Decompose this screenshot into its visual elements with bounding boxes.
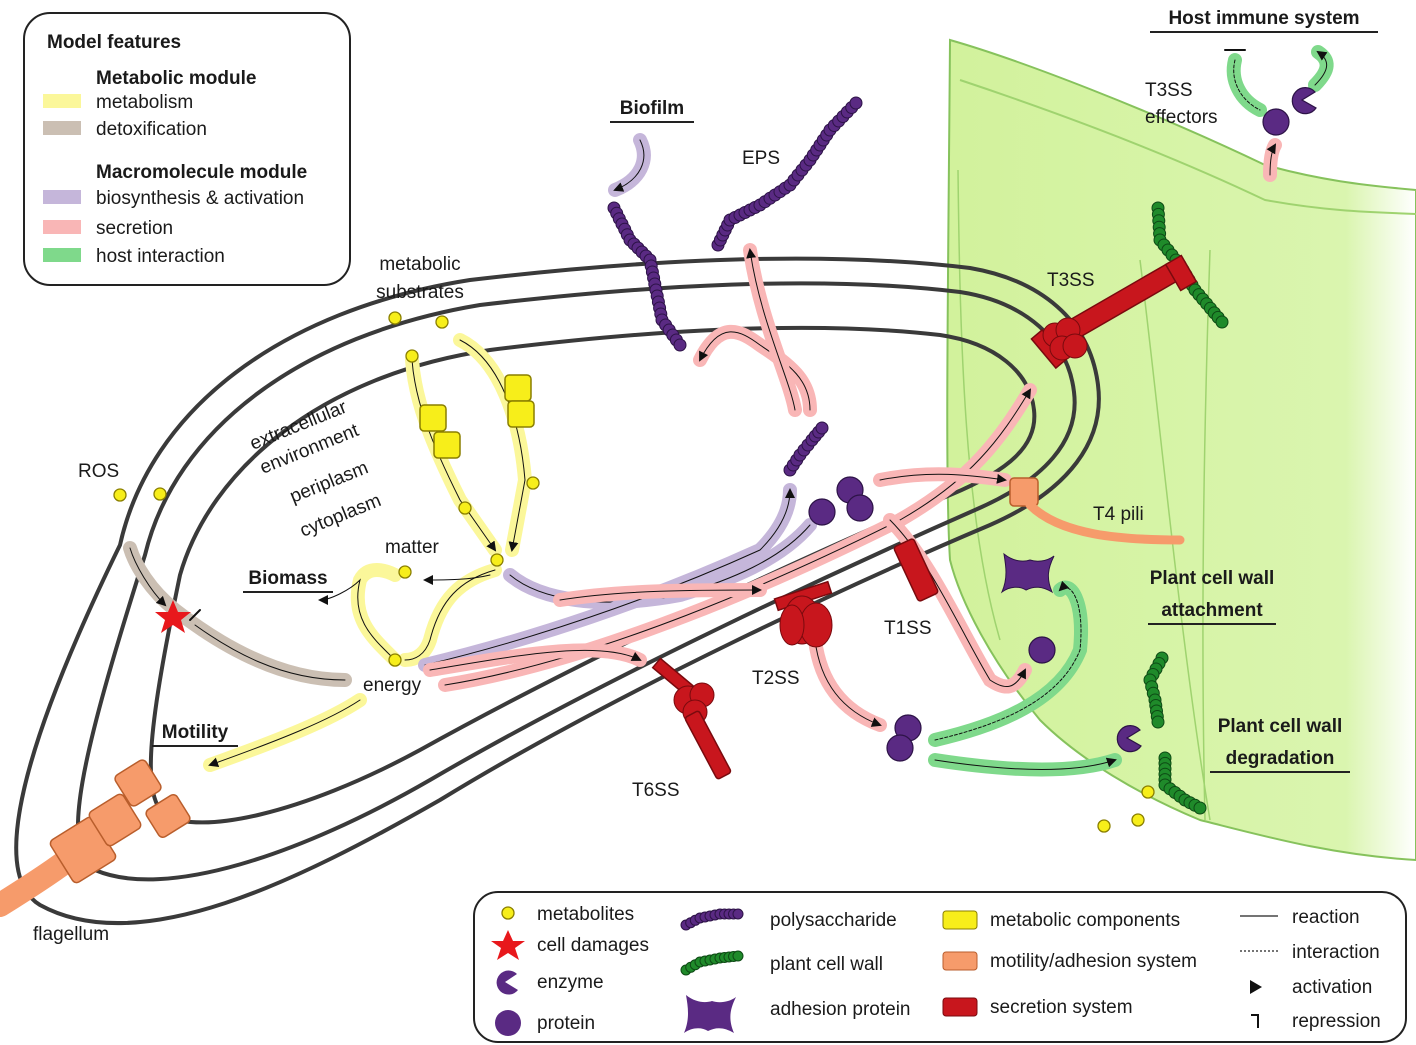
activation-arrow-icon: [1250, 980, 1262, 994]
t3ss-secretion-system: [1030, 254, 1198, 370]
metabolic-component-icon: [942, 910, 978, 930]
polysaccharide-bead: [815, 421, 829, 435]
legend-plant-cell-wall: plant cell wall: [770, 954, 883, 975]
biosynthesis-pathways: [418, 133, 817, 672]
secretion-legend-label: secretion: [96, 218, 173, 239]
metabolic-components: [419, 374, 535, 459]
metabolite-icon: [501, 906, 515, 920]
motility-header: Motility: [162, 722, 229, 743]
process-headers: Biofilm Biomass Motility Host immune sys…: [152, 8, 1378, 773]
enzyme-icon: [496, 970, 518, 995]
protein-icon: [495, 1010, 521, 1036]
biosynthesis-swatch: [43, 190, 81, 204]
host-interaction-pathways: [928, 45, 1334, 777]
proteins: [808, 108, 1290, 762]
repression-bar-icon: [1251, 1014, 1259, 1028]
t3ss-effectors-label-1: T3SS: [1145, 80, 1193, 101]
detoxification-pathway: [123, 541, 352, 687]
t6ss-secretion-system: [651, 657, 732, 780]
legend-metabolic-components: metabolic components: [990, 910, 1180, 931]
biomass-header: Biomass: [248, 568, 327, 589]
t2ss-label: T2SS: [752, 668, 800, 689]
host-interaction-swatch: [43, 248, 81, 262]
plant-cell-wall-attachment-header-1: Plant cell wall: [1150, 568, 1275, 589]
cell-damage-star-icon: [491, 930, 525, 960]
t3ss-effectors-label-2: effectors: [1145, 107, 1218, 128]
polysaccharide-chains: [607, 96, 863, 477]
legend-motility-adhesion: motility/adhesion system: [990, 951, 1197, 972]
plant-cell-wall-icon: [680, 950, 744, 976]
detoxification-legend-label: detoxification: [96, 119, 207, 140]
biosynthesis-legend-label: biosynthesis & activation: [96, 188, 304, 209]
enzymes: [1116, 87, 1317, 753]
legend-enzyme: enzyme: [537, 972, 604, 993]
host-interaction-legend-label: host interaction: [96, 246, 225, 267]
metabolic-module-heading: Metabolic module: [96, 68, 256, 89]
plant-wall-bead: [1215, 315, 1229, 329]
t4-pili-label: T4 pili: [1093, 504, 1144, 525]
flagellum: [0, 759, 191, 917]
ros-label: ROS: [78, 461, 119, 482]
matter-label: matter: [385, 537, 440, 558]
eps-label: EPS: [742, 148, 780, 169]
adhesion-protein-icon: [684, 995, 736, 1033]
secretion-pathways: [423, 138, 1282, 732]
t1ss-secretion-system: [893, 538, 939, 602]
metabolism-legend-label: metabolism: [96, 92, 193, 113]
motility-adhesion-icon: [942, 951, 978, 971]
polysaccharide-bead: [673, 338, 687, 352]
polysaccharide-bead: [732, 908, 744, 920]
metabolism-swatch: [43, 94, 81, 108]
plant-cell-wall-degradation-header-2: degradation: [1226, 748, 1335, 769]
adhesion-protein: [1000, 552, 1055, 594]
legend-cell-damages: cell damages: [537, 935, 649, 956]
legend-secretion-system: secretion system: [990, 997, 1133, 1018]
model-features-legend: Model features Metabolic module metaboli…: [23, 12, 351, 286]
secretion-swatch: [43, 220, 81, 234]
biofilm-header: Biofilm: [620, 98, 684, 119]
secretion-system-icon: [942, 997, 978, 1017]
model-features-title: Model features: [47, 32, 181, 53]
t4-pili: [1009, 477, 1185, 545]
host-immune-system-header: Host immune system: [1168, 8, 1359, 29]
plant-wall-bead: [1151, 715, 1165, 729]
t2ss-secretion-system: [773, 580, 833, 648]
plant-wall-bead: [732, 950, 744, 962]
flagellum-label: flagellum: [33, 924, 109, 945]
detoxification-swatch: [43, 121, 81, 135]
legend-metabolites: metabolites: [537, 904, 634, 925]
t1ss-label: T1SS: [884, 618, 932, 639]
cell-damage-star-icon: [155, 600, 191, 633]
legend-reaction: reaction: [1292, 907, 1360, 928]
legend-activation: activation: [1292, 977, 1372, 998]
t3ss-label: T3SS: [1047, 270, 1095, 291]
legend-repression: repression: [1292, 1011, 1381, 1032]
plant-wall-bead: [1193, 801, 1207, 815]
plant-cell: [946, 38, 1416, 862]
symbol-legend: metabolites cell damages enzyme protein …: [473, 891, 1407, 1043]
plant-cell-wall-degradation-header-1: Plant cell wall: [1218, 716, 1343, 737]
metabolism-pathways: [203, 333, 533, 772]
diagram-labels: ROS metabolic substrates matter energy E…: [33, 80, 1218, 945]
legend-polysaccharide: polysaccharide: [770, 910, 897, 931]
metabolic-substrates-label-2: substrates: [376, 282, 464, 303]
legend-adhesion-protein: adhesion protein: [770, 999, 911, 1020]
polysaccharide-icon: [680, 908, 744, 931]
polysaccharide-bead: [849, 96, 863, 110]
legend-protein: protein: [537, 1013, 595, 1034]
metabolites: [113, 311, 1155, 833]
legend-interaction: interaction: [1292, 942, 1380, 963]
metabolic-substrates-label-1: metabolic: [379, 254, 460, 275]
plant-cell-wall-attachment-header-2: attachment: [1161, 600, 1263, 621]
energy-label: energy: [363, 675, 422, 696]
t6ss-label: T6SS: [632, 780, 680, 801]
macromolecule-module-heading: Macromolecule module: [96, 162, 307, 183]
